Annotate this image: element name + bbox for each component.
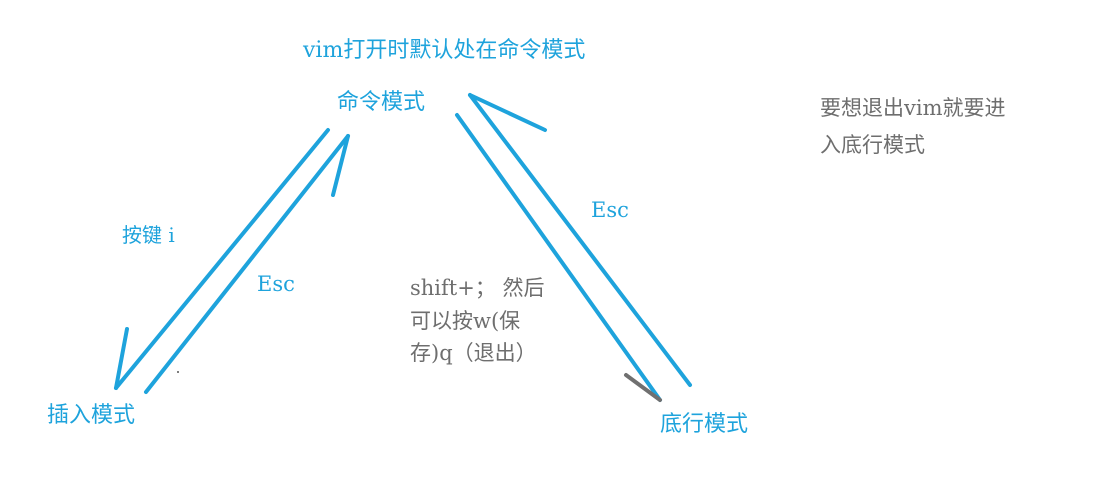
node-lastline-mode: 底行模式 bbox=[660, 412, 749, 437]
edge-label-esc-insert: Esc bbox=[257, 272, 295, 296]
note-exit-hint-line: 入底行模式 bbox=[820, 132, 925, 157]
node-command-mode: 命令模式 bbox=[337, 90, 426, 115]
edge-label-press-i: 按键 i bbox=[122, 223, 175, 247]
note-exit-hint-line: 要想退出vim就要进 bbox=[820, 96, 1006, 120]
arrow-insert-to-command bbox=[144, 134, 350, 394]
note-save-quit-line: 存)q（退出） bbox=[410, 341, 537, 366]
node-insert-mode: 插入模式 bbox=[47, 403, 136, 428]
arrow-command-to-lastline bbox=[455, 113, 662, 402]
diagram-title: vim打开时默认处在命令模式 bbox=[303, 38, 586, 63]
arrow-command-to-insert bbox=[114, 128, 330, 390]
note-save-quit-line: 可以按w(保 bbox=[410, 308, 521, 333]
edge-label-esc-lastline: Esc bbox=[591, 198, 629, 222]
stray-dot bbox=[177, 371, 179, 373]
arrow-lastline-to-command bbox=[468, 93, 692, 387]
note-save-quit-line: shift+； 然后 bbox=[410, 276, 545, 300]
note-exit-hint: 要想退出vim就要进 入底行模式 bbox=[820, 90, 1006, 164]
note-save-quit: shift+； 然后 可以按w(保 存)q（退出） bbox=[410, 272, 545, 370]
